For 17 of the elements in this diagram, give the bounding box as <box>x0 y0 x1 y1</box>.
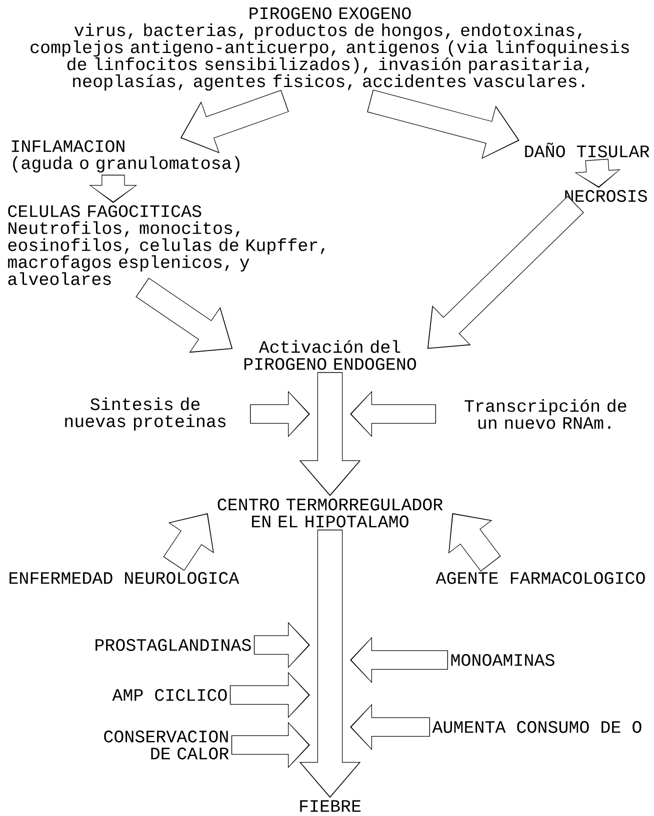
step-text: ENFERMEDAD NEUROLOGICA <box>10 572 240 584</box>
step-text: PROSTAGLANDINAS <box>96 639 251 651</box>
step-text: CENTRO TERMORREGULADOR EN EL HIPOTALAMO <box>218 498 443 528</box>
step-text: Sintesis de nuevas proteinas <box>65 397 226 431</box>
step-text: AMP CICLICO <box>112 689 227 701</box>
step-text: MONOAMINAS <box>451 654 554 666</box>
step-text: Activación del PIROGENO ENDOGENO <box>244 340 416 370</box>
step-text: PIROGENO EXOGENO virus, bacterias, productos de hongos, endotoxinas, complejos antigeno-anticuerpo, antigenos (via linfoquinesis de linfocitos sensibilizados), invasión parasitaria, neoplasías, agentes fisicos, accidentes vasculares. <box>30 7 629 91</box>
step-text: NECROSIS <box>565 190 647 202</box>
step-text: DAÑO TISULAR <box>525 142 650 158</box>
step-text: CONSERVACION DE CALOR <box>104 730 229 760</box>
step-text: Transcripción de un nuevo RNAm. <box>464 399 626 429</box>
step-text: INFLAMACION (aguda o granulomatosa) <box>12 140 240 173</box>
step-text: AUMENTA CONSUMO DE O <box>432 721 642 733</box>
step-text: FIEBRE <box>300 800 361 812</box>
step-text: AGENTE FARMACOLOGICO <box>436 572 645 584</box>
step-text: CELULAS FAGOCITICAS Neutrofilos, monocitos, eosinofilos, celulas de Kupffer, macrofagos esplenicos, y alveolares <box>8 205 325 286</box>
